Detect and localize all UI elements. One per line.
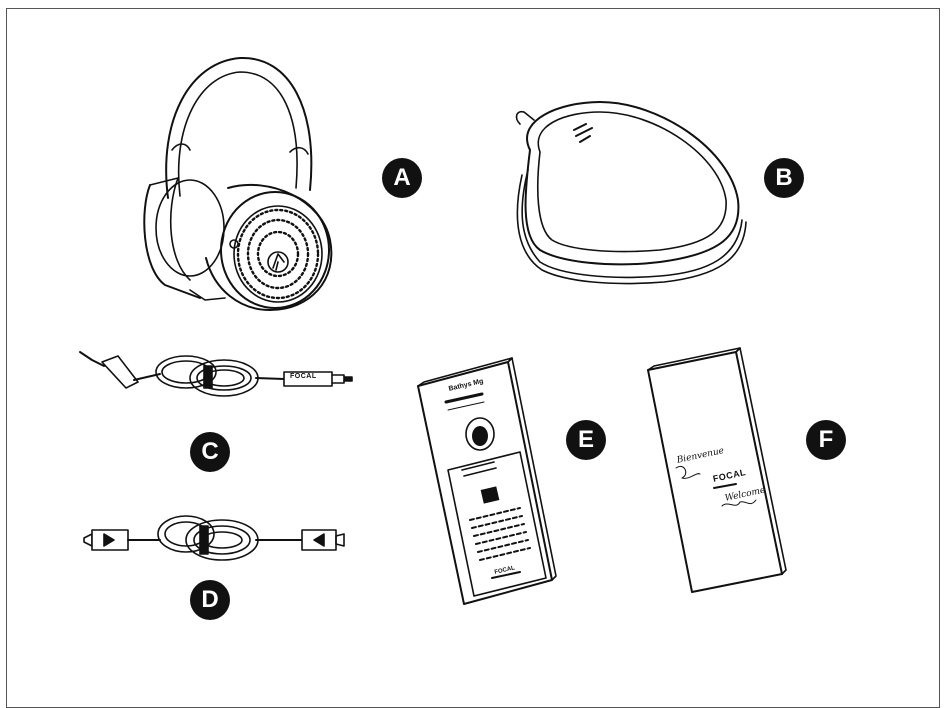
label-c-badge: C <box>190 432 230 472</box>
welcome-leaflet-drawing <box>647 347 787 593</box>
label-b-badge: B <box>764 158 804 198</box>
label-f-badge: F <box>806 420 846 460</box>
box-contents-illustration <box>79 56 787 605</box>
headphones-drawing <box>143 56 333 311</box>
label-e-badge: E <box>566 420 606 460</box>
label-d-badge: D <box>190 580 230 620</box>
carrying-case-drawing <box>515 101 747 285</box>
jack-cable-drawing <box>79 351 353 397</box>
usb-c-cable-drawing <box>83 515 345 561</box>
quick-guide-drawing <box>417 357 557 605</box>
label-a-badge: A <box>382 158 422 198</box>
cable-brand-text: FOCAL <box>290 373 317 380</box>
